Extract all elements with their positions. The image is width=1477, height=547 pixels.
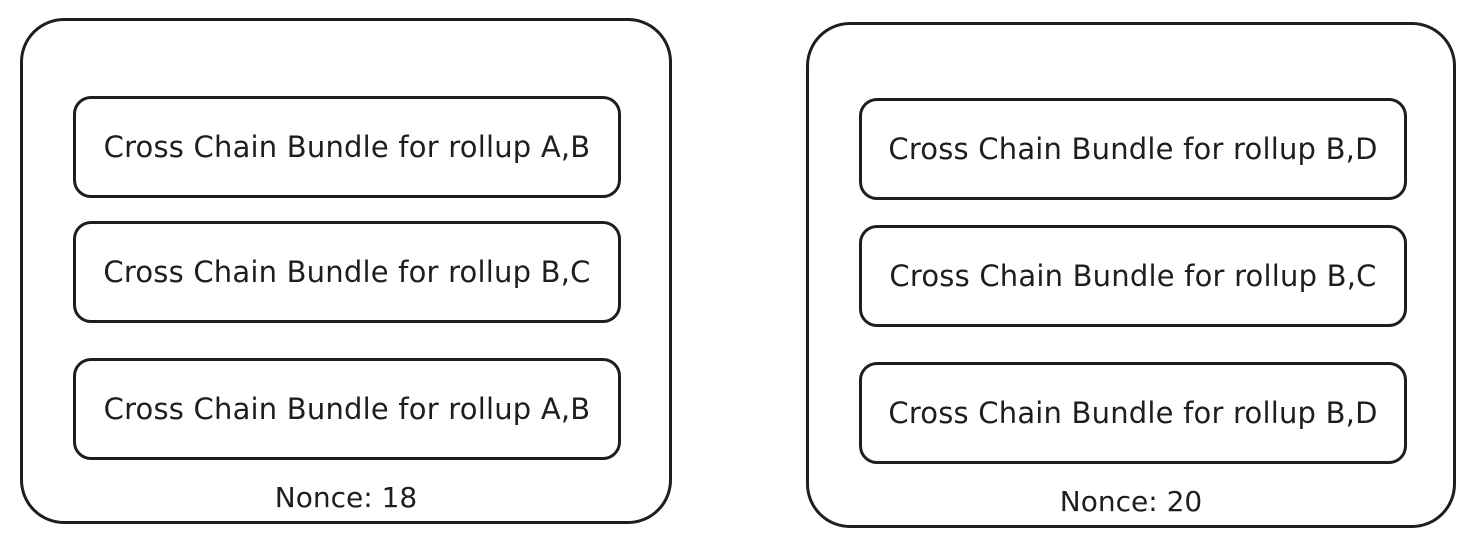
- nonce-label: Nonce: 20: [1059, 485, 1203, 518]
- bundle-label: Cross Chain Bundle for rollup B,C: [889, 259, 1377, 293]
- bundle-label: Cross Chain Bundle for rollup A,B: [103, 392, 591, 426]
- bundle-item: Cross Chain Bundle for rollup A,B: [73, 358, 621, 460]
- bundle-label: Cross Chain Bundle for rollup B,D: [888, 396, 1378, 430]
- bundle-item: Cross Chain Bundle for rollup B,C: [73, 221, 621, 323]
- bundle-item: Cross Chain Bundle for rollup B,C: [859, 225, 1407, 327]
- bundle-item: Cross Chain Bundle for rollup B,D: [859, 98, 1407, 200]
- nonce-label: Nonce: 18: [274, 481, 418, 514]
- bundle-label: Cross Chain Bundle for rollup A,B: [103, 130, 591, 164]
- bundle-label: Cross Chain Bundle for rollup B,D: [888, 132, 1378, 166]
- block-right: Cross Chain Bundle for rollup B,D Cross …: [806, 22, 1456, 528]
- bundle-label: Cross Chain Bundle for rollup B,C: [103, 255, 591, 289]
- bundle-item: Cross Chain Bundle for rollup B,D: [859, 362, 1407, 464]
- bundle-item: Cross Chain Bundle for rollup A,B: [73, 96, 621, 198]
- block-left: Cross Chain Bundle for rollup A,B Cross …: [20, 18, 672, 524]
